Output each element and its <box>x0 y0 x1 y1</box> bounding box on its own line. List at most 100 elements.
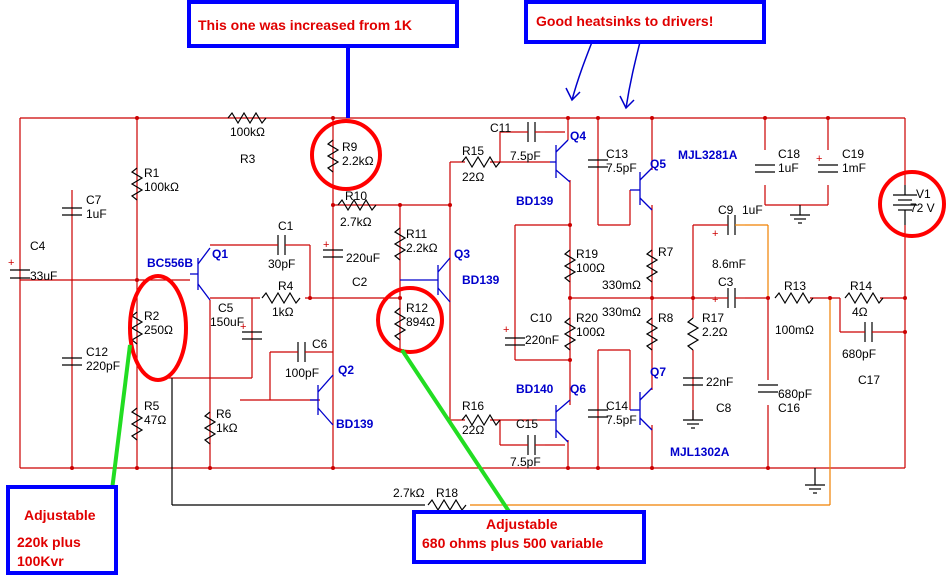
annotation-adjustable-r2-title: Adjustable <box>24 507 96 523</box>
highlight-circles <box>128 119 946 382</box>
annotation-adjustable-r2-line2: 220k plus <box>17 534 81 550</box>
annotation-heatsinks: Good heatsinks to drivers! <box>524 0 766 44</box>
annotation-adjustable-r12: Adjustable 680 ohms plus 500 variable <box>412 510 646 564</box>
label-c13-ref: C13 <box>606 147 628 161</box>
polarity-marks: + + + + + + + <box>8 153 822 336</box>
label-c1-value: 30pF <box>268 257 295 271</box>
label-r8-value: 330mΩ <box>602 305 641 319</box>
label-c2-ref: C2 <box>352 275 368 289</box>
label-r3-value: 100kΩ <box>230 125 265 139</box>
label-q4-ref: Q4 <box>570 129 586 143</box>
label-c10-value: 220nF <box>525 333 559 347</box>
label-r10-ref: R10 <box>345 189 367 203</box>
svg-text:+: + <box>503 324 509 336</box>
label-c8-value: 22nF <box>706 375 733 389</box>
label-q1-part: BC556B <box>147 256 193 270</box>
annotation-adjustable-r12-line2: 680 ohms plus 500 variable <box>422 535 604 551</box>
svg-text:+: + <box>712 294 718 306</box>
annotation-increased: This one was increased from 1K <box>187 0 459 48</box>
label-q5-part: MJL3281A <box>678 148 738 162</box>
label-q1-ref: Q1 <box>212 247 228 261</box>
label-r20-value: 100Ω <box>576 325 605 339</box>
label-r5-ref: R5 <box>144 399 160 413</box>
label-c7-value: 1uF <box>86 207 107 221</box>
annotation-adjustable-r12-title: Adjustable <box>486 516 558 532</box>
label-c15-ref: C15 <box>516 417 538 431</box>
label-c19-value: 1mF <box>842 161 866 175</box>
label-r16-ref: R16 <box>462 399 484 413</box>
label-r13-ref: R13 <box>784 279 806 293</box>
label-q2-ref: Q2 <box>338 363 354 377</box>
heatsink-arrow-2-icon <box>625 41 641 109</box>
pointer-lines <box>110 41 641 515</box>
label-r9-ref: R9 <box>342 140 358 154</box>
annotation-adjustable-r2: Adjustable 220k plus 100Kvr <box>6 485 118 575</box>
heatsink-arrow-1-icon <box>571 41 593 101</box>
label-r12-ref: R12 <box>406 301 428 315</box>
label-c6-ref: C6 <box>312 337 328 351</box>
label-c12-ref: C12 <box>86 345 108 359</box>
label-q2-part: BD139 <box>336 417 374 431</box>
svg-text:+: + <box>323 239 329 251</box>
label-r7-ref: R7 <box>658 245 674 259</box>
label-r11-ref: R11 <box>406 227 427 241</box>
label-q7-part: MJL1302A <box>670 445 730 459</box>
label-r18-value: 2.7kΩ <box>393 486 425 500</box>
label-r15-value: 22Ω <box>462 170 484 184</box>
label-q3-part: BD139 <box>462 273 500 287</box>
label-c17-ref: C17 <box>858 373 880 387</box>
label-r18-ref: R18 <box>436 486 458 500</box>
label-c8-ref: C8 <box>716 401 732 415</box>
r2-highlight <box>128 274 188 382</box>
label-r16-value: 22Ω <box>462 423 484 437</box>
label-r4-ref: R4 <box>278 279 294 293</box>
label-c3-value: 8.6mF <box>712 257 746 271</box>
svg-text:+: + <box>816 153 822 165</box>
label-c17-value: 680pF <box>842 347 876 361</box>
label-c18-ref: C18 <box>778 147 800 161</box>
label-r20-ref: R20 <box>576 311 598 325</box>
label-c14-value: 7.5pF <box>606 413 637 427</box>
transistor-symbols <box>190 139 653 443</box>
r9-highlight <box>310 119 382 191</box>
label-c10-ref: C10 <box>530 311 552 325</box>
label-r4-value: 1kΩ <box>272 305 294 319</box>
label-c7-ref: C7 <box>86 193 102 207</box>
svg-text:+: + <box>240 321 246 333</box>
label-r3-ref: R3 <box>240 152 256 166</box>
resistor-symbols <box>130 111 884 512</box>
label-r15-ref: R15 <box>462 144 484 158</box>
label-r10-value: 2.7kΩ <box>340 215 372 229</box>
annotation-adjustable-r2-line3: 100Kvr <box>17 553 64 569</box>
label-c15-value: 7.5pF <box>510 455 541 469</box>
annotation-increased-text: This one was increased from 1K <box>198 17 412 33</box>
label-c5-ref: C5 <box>218 301 234 315</box>
svg-text:+: + <box>8 257 14 269</box>
label-c13-value: 7.5pF <box>606 161 637 175</box>
label-c9-ref: C9 <box>718 203 734 217</box>
label-c1-ref: C1 <box>278 219 294 233</box>
label-q3-ref: Q3 <box>454 247 470 261</box>
label-c11-ref: C11 <box>490 121 511 135</box>
label-r2-ref: R2 <box>144 309 160 323</box>
label-r9-value: 2.2kΩ <box>342 154 374 168</box>
label-r19-ref: R19 <box>576 247 598 261</box>
label-c6-value: 100pF <box>285 366 319 380</box>
label-r5-value: 47Ω <box>144 413 166 427</box>
r12-highlight <box>376 286 444 354</box>
label-c2-value: 220uF <box>346 251 380 265</box>
label-c14-ref: C14 <box>606 399 628 413</box>
label-q5-ref: Q5 <box>650 157 666 171</box>
label-c9-value: 1uF <box>742 203 763 217</box>
label-r17-value: 2.2Ω <box>702 325 728 339</box>
label-q6-part: BD140 <box>516 382 554 396</box>
label-r11-value: 2.2kΩ <box>406 241 438 255</box>
label-r6-value: 1kΩ <box>216 421 238 435</box>
v1-highlight <box>878 170 946 238</box>
label-r2-value: 250Ω <box>144 323 173 337</box>
label-r19-value: 100Ω <box>576 261 605 275</box>
battery-v1 <box>893 185 917 225</box>
label-r7-value: 330mΩ <box>602 278 641 292</box>
label-r17-ref: R17 <box>702 311 724 325</box>
